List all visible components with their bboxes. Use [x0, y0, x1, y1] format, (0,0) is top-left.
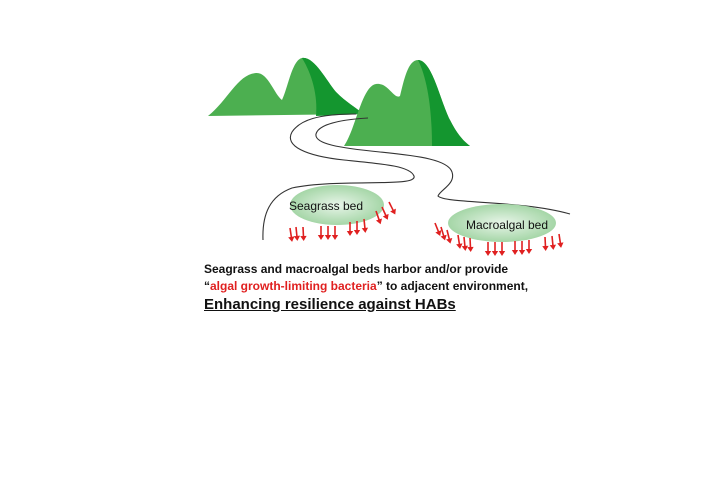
- release-arrow: [381, 206, 389, 220]
- river-bank-left: [262, 113, 415, 241]
- macroalgal-bed: Macroalgal bed: [434, 204, 564, 256]
- release-arrow: [525, 240, 533, 254]
- macroalgal-release-arrows: [434, 222, 564, 256]
- caption-title: Enhancing resilience against HABs: [204, 296, 456, 313]
- release-arrow: [434, 222, 442, 236]
- release-arrow: [288, 227, 295, 242]
- release-arrow: [346, 222, 354, 236]
- close-quote: ”: [376, 279, 383, 293]
- seagrass-release-arrows: [288, 201, 396, 242]
- release-arrow: [549, 235, 557, 250]
- caption-line-2-rest: to adjacent environment,: [382, 279, 529, 293]
- release-arrow: [461, 236, 469, 251]
- release-arrow: [375, 210, 382, 225]
- release-arrow: [317, 226, 325, 240]
- release-arrow: [456, 234, 463, 249]
- release-arrow: [331, 226, 339, 240]
- seagrass-bed-area: [290, 185, 384, 225]
- release-arrow: [293, 226, 301, 241]
- release-arrow: [440, 226, 447, 241]
- release-arrow: [557, 233, 564, 248]
- mountain-right-shade: [418, 60, 470, 146]
- seagrass-bed-label: Seagrass bed: [289, 199, 363, 213]
- release-arrow: [446, 229, 453, 244]
- release-arrow: [353, 221, 361, 235]
- highlight-text: algal growth-limiting bacteria: [210, 279, 377, 293]
- release-arrow: [511, 241, 519, 255]
- release-arrow: [324, 226, 332, 240]
- mountain-range: [208, 57, 470, 146]
- caption: Seagrass and macroalgal beds harbor and/…: [204, 261, 624, 313]
- macroalgal-bed-label: Macroalgal bed: [466, 218, 548, 232]
- caption-line-1: Seagrass and macroalgal beds harbor and/…: [204, 262, 509, 276]
- release-arrow: [498, 242, 506, 256]
- release-arrow: [361, 218, 369, 233]
- release-arrow: [542, 236, 549, 251]
- seagrass-bed: Seagrass bed: [288, 185, 396, 242]
- mountain-left-shade: [302, 57, 364, 116]
- release-arrow: [518, 241, 526, 255]
- macroalgal-bed-area: [448, 204, 556, 242]
- release-arrow: [484, 242, 492, 256]
- release-arrow: [467, 237, 474, 252]
- release-arrow: [388, 201, 396, 215]
- release-arrow: [491, 242, 499, 256]
- open-quote: “: [204, 279, 210, 293]
- river: [262, 113, 571, 241]
- river-bank-right: [315, 117, 571, 215]
- caption-line-2: “algal growth-limiting bacteria” to adja…: [204, 278, 624, 295]
- release-arrow: [300, 226, 307, 241]
